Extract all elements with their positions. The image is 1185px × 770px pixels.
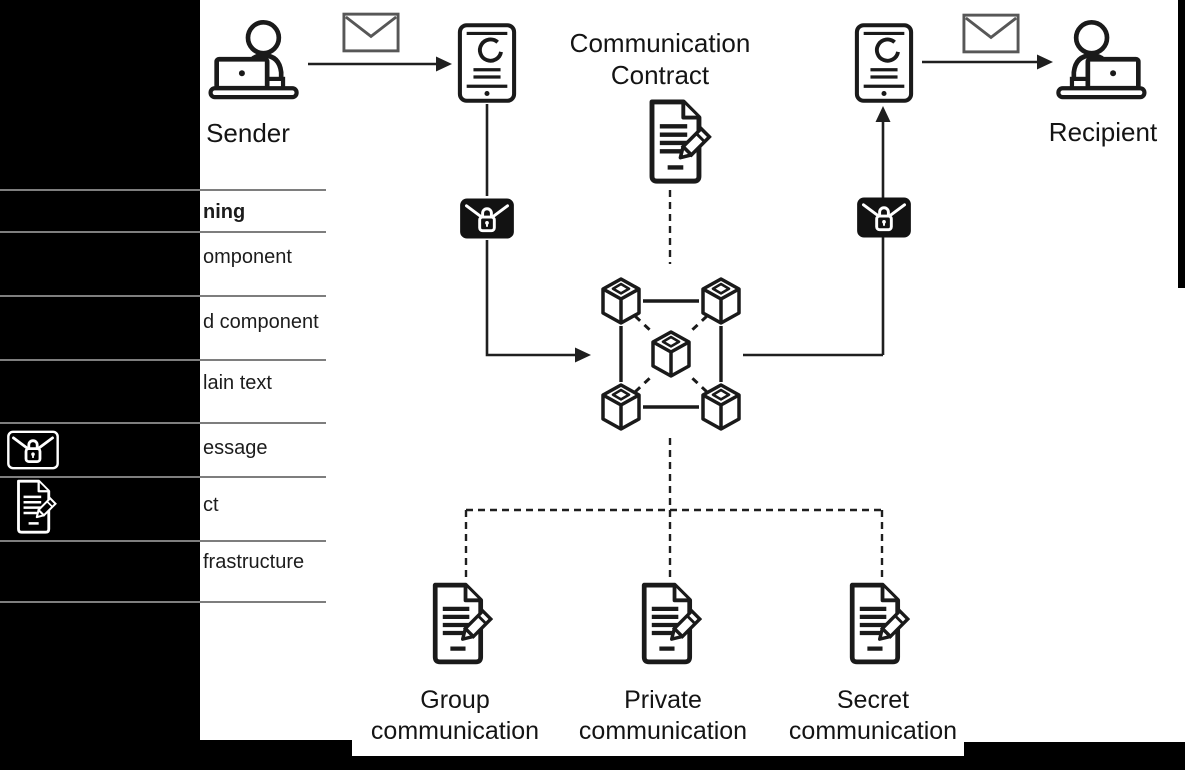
redaction-right-strip bbox=[1178, 0, 1185, 288]
redaction-bottom-left bbox=[0, 740, 352, 760]
envelope-icon bbox=[342, 12, 400, 53]
legend-table-border bbox=[0, 540, 326, 542]
recipient-person-laptop-icon bbox=[1053, 20, 1147, 106]
private-contract-document-icon bbox=[630, 580, 702, 668]
sender-label: Sender bbox=[206, 118, 290, 148]
envelope-icon bbox=[962, 13, 1020, 54]
legend-row-label: omponent bbox=[203, 246, 292, 268]
legend-table-border bbox=[0, 231, 326, 233]
secret-communication-label: Secret communication bbox=[788, 686, 958, 745]
legend-row-label: essage bbox=[203, 437, 268, 459]
legend-table-border bbox=[0, 476, 326, 478]
redaction-bottom-strip bbox=[0, 756, 1185, 770]
communication-contract-document-icon bbox=[637, 97, 712, 187]
recipient-label: Recipient bbox=[1048, 117, 1158, 147]
legend-row-label: d component bbox=[203, 311, 319, 333]
legend-table-border bbox=[0, 359, 326, 361]
sender-person-laptop-icon bbox=[208, 20, 302, 106]
encrypted-message-lock-icon bbox=[460, 198, 514, 239]
legend-encrypted-message-lock-icon bbox=[7, 430, 59, 470]
legend-table-border bbox=[0, 601, 326, 603]
sender-smartphone-sync-icon bbox=[457, 22, 517, 104]
legend-contract-document-pencil-icon bbox=[8, 478, 58, 536]
legend-row-label: ct bbox=[203, 494, 219, 516]
legend-table-border bbox=[0, 189, 326, 191]
encrypted-message-lock-icon bbox=[857, 197, 911, 238]
blockchain-cubes-icon bbox=[601, 277, 741, 431]
legend-table-border bbox=[0, 422, 326, 424]
secret-contract-document-icon bbox=[838, 580, 910, 668]
private-communication-label: Private communication bbox=[578, 686, 748, 745]
group-communication-label: Group communication bbox=[370, 686, 540, 745]
redaction-bottom-right bbox=[964, 742, 1185, 760]
legend-table-border bbox=[0, 295, 326, 297]
legend-row-label: frastructure bbox=[203, 551, 305, 573]
group-contract-document-icon bbox=[421, 580, 493, 668]
legend-row-label: lain text bbox=[203, 372, 272, 394]
redaction-left-bar bbox=[0, 0, 200, 756]
legend-header: ning bbox=[203, 201, 246, 223]
recipient-smartphone-sync-icon bbox=[854, 22, 914, 104]
communication-contract-label: Communication Contract bbox=[569, 28, 751, 90]
